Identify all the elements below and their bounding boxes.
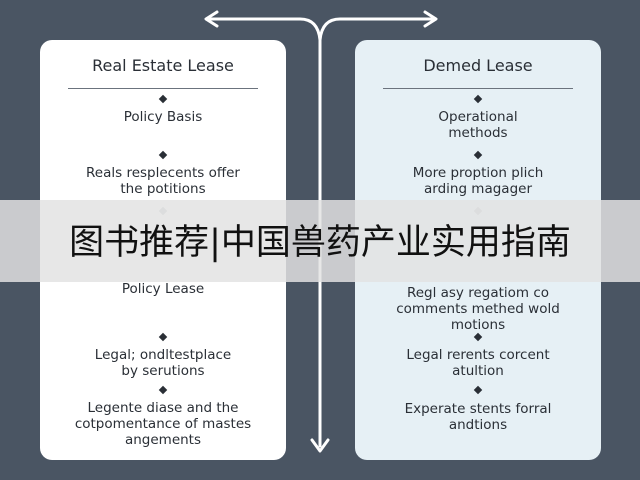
list-item: Legente diase and the cotpomentance of m… <box>74 400 252 448</box>
diamond-icon <box>158 150 168 160</box>
list-item: More proption plich arding magager <box>412 165 544 197</box>
diamond-icon <box>473 385 483 395</box>
list-item: Operational methods <box>438 109 518 141</box>
list-item: Policy Basis <box>123 109 203 125</box>
banner-text: 图书推荐|中国兽药产业实用指南 <box>69 223 571 263</box>
title-divider <box>68 88 258 89</box>
list-item: Legal; ondltestplace by serutions <box>94 347 232 379</box>
overlay-banner: 图书推荐|中国兽药产业实用指南 <box>0 200 640 282</box>
list-item: Experate stents forral andtions <box>404 401 552 433</box>
diamond-icon <box>158 332 168 342</box>
list-item: Legal rerents corcent atultion <box>406 347 550 379</box>
list-item: Regl asy regatiom co comments methed wol… <box>396 285 560 333</box>
panel-title: Real Estate Lease <box>92 56 234 75</box>
diamond-icon <box>473 332 483 342</box>
list-item: Reals resplecents offer the potitions <box>86 165 240 197</box>
diamond-icon <box>158 94 168 104</box>
diamond-icon <box>473 150 483 160</box>
panel-title: Demed Lease <box>423 56 533 75</box>
list-item: Policy Lease <box>121 281 205 297</box>
title-divider <box>383 88 573 89</box>
diamond-icon <box>158 385 168 395</box>
diamond-icon <box>473 94 483 104</box>
